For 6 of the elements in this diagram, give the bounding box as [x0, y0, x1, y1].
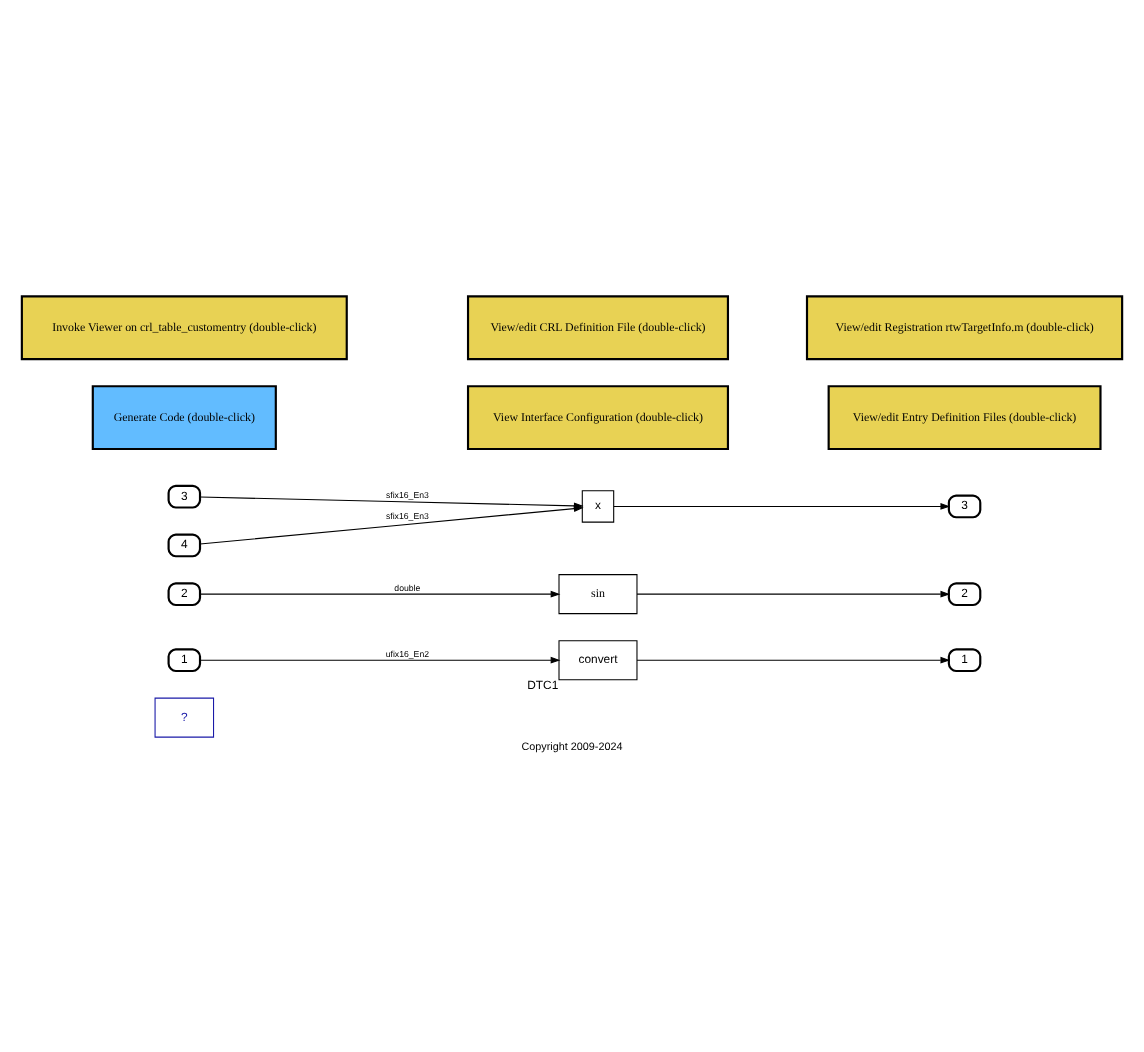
arrow [613, 502, 951, 509]
arrow [199, 655, 561, 663]
arrow [636, 655, 951, 663]
arrow [636, 589, 951, 597]
arrow [199, 504, 584, 544]
arrow [199, 589, 561, 597]
